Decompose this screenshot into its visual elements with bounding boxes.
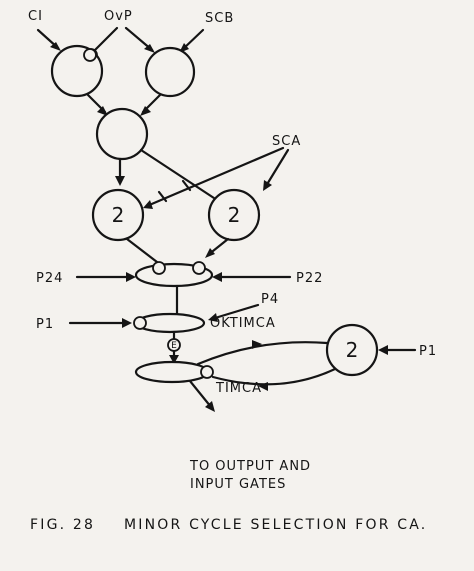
loop-threshold-neuron — [325, 323, 379, 377]
left2-to-gate-line — [125, 237, 159, 264]
figure-caption: MINOR CYCLE SELECTION FOR CA. — [124, 517, 427, 533]
p4-arrowhead — [208, 313, 218, 322]
middle-neuron — [95, 107, 149, 161]
right-threshold-label: 2 — [228, 203, 241, 227]
gate-inhibit-right — [192, 261, 206, 275]
p1-left-arrowhead — [122, 318, 132, 328]
mid-to-left2-arrowhead — [115, 176, 125, 186]
gate-inhibit-left — [152, 261, 166, 275]
p24-label: P24 — [36, 271, 63, 286]
ovp-inhibit-marker — [83, 48, 97, 62]
p24-arrowhead — [126, 272, 136, 282]
left-threshold-label: 2 — [112, 203, 125, 227]
output-label-line2: INPUT GATES — [190, 477, 286, 492]
ovp-arrowhead — [144, 44, 155, 53]
sca-to-right2-line — [264, 148, 290, 188]
loop-lower-arrowhead — [258, 382, 268, 391]
ovp-line — [93, 26, 119, 52]
p1-right-arrowhead — [378, 345, 388, 355]
timca-inhibit — [200, 365, 214, 379]
right2-to-gate-arrowhead — [205, 248, 215, 258]
timca-output-arrowhead — [205, 401, 215, 412]
ci-arrowhead — [50, 42, 61, 51]
input-labels: CI OvP SCB SCA P24 P22 P4 P1 P1 — [28, 9, 437, 359]
ovp-label: OvP — [104, 9, 133, 24]
p4-line — [213, 303, 260, 320]
output-label-line1: TO OUTPUT AND — [189, 459, 311, 474]
sca-to-left2-arrowhead — [143, 200, 153, 209]
right-threshold-neuron — [207, 188, 261, 242]
loop-threshold-label: 2 — [346, 338, 359, 362]
p1-right-label: P1 — [419, 344, 437, 359]
left-threshold-neuron — [91, 188, 145, 242]
p22-arrowhead — [212, 272, 222, 282]
p1-left-label: P1 — [36, 317, 54, 332]
p22-label: P22 — [296, 271, 323, 286]
sca-to-right2-arrowhead — [263, 180, 272, 191]
oktimca-inhibit — [133, 316, 147, 330]
timca-gate — [134, 360, 210, 384]
sca-to-left2-line — [145, 146, 285, 208]
figure-number: FIG. 28 — [30, 517, 95, 533]
sca-label: SCA — [272, 134, 301, 149]
timca-output-line — [188, 379, 213, 409]
oktimca-label: OKTIMCA — [210, 316, 276, 331]
e-gate-label: E — [171, 341, 177, 351]
timca-label: TIMCA — [215, 381, 262, 396]
scb-label: SCB — [205, 11, 234, 26]
p4-label: P4 — [261, 292, 279, 307]
ci-label: CI — [28, 9, 43, 24]
e-to-timca-arrowhead — [169, 355, 179, 364]
timca-to-loop-upper-curve — [196, 341, 329, 366]
tl-to-mid-arrowhead — [97, 106, 108, 116]
mid-to-right2-line — [139, 148, 222, 204]
crossing-tick-1 — [181, 179, 192, 192]
tr-to-mid-arrowhead — [140, 106, 151, 116]
top-right-neuron — [144, 46, 196, 98]
loop-upper-arrowhead — [252, 340, 262, 349]
crossing-tick-2 — [157, 190, 168, 203]
loop-to-timca-lower-curve — [211, 367, 337, 386]
